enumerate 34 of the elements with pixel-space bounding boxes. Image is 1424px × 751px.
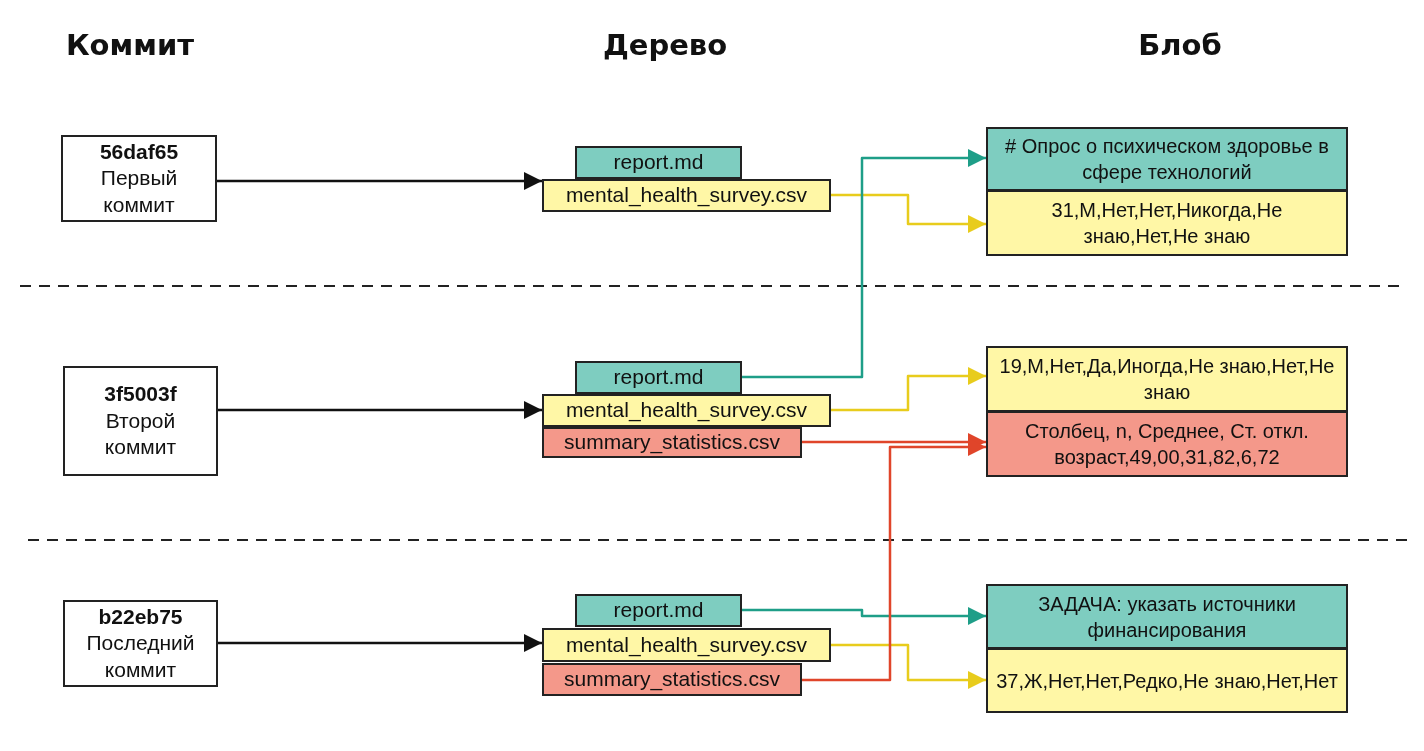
arrow	[831, 643, 986, 689]
blob-box: 19,М,Нет,Да,Иногда,Не знаю,Нет,Не знаю	[986, 346, 1348, 412]
blob-box: 37,Ж,Нет,Нет,Редко,Не знаю,Нет,Нет	[986, 648, 1348, 713]
blob-box: Столбец, n, Среднее, Ст. откл. возраст,49,00,31,82,6,72	[986, 411, 1348, 477]
blob-box: 31,М,Нет,Нет,Никогда,Не знаю,Нет,Не знаю	[986, 190, 1348, 256]
file-entry: summary_statistics.csv	[542, 427, 802, 458]
arrow	[742, 149, 986, 379]
file-entry: mental_health_survey.csv	[542, 628, 831, 662]
file-entry: report.md	[575, 594, 742, 627]
arrow	[742, 607, 986, 625]
file-entry: mental_health_survey.csv	[542, 179, 831, 212]
commit-box	[63, 600, 218, 687]
commit-box	[63, 366, 218, 476]
commit-hash: 56daf65	[99, 138, 179, 165]
file-entry: mental_health_survey.csv	[542, 394, 831, 427]
arrow	[218, 634, 542, 652]
commit-box	[61, 135, 217, 222]
arrow	[831, 193, 986, 233]
commit-message: Второй коммит	[103, 407, 178, 461]
commit-message: Первый коммит	[99, 165, 179, 218]
file-entry: summary_statistics.csv	[542, 663, 802, 696]
column-heading: Коммит	[65, 28, 195, 62]
blob-box: # Опрос о психическом здоровье в сфере технологий	[986, 127, 1348, 191]
blob-box: ЗАДАЧА: указать источники финансирования	[986, 584, 1348, 649]
arrow	[831, 367, 986, 412]
file-entry: report.md	[575, 146, 742, 179]
column-heading: Блоб	[1138, 28, 1222, 62]
commit-hash: 3f5003f	[104, 381, 177, 407]
commit-message: Последний коммит	[86, 630, 195, 683]
column-heading: Дерево	[602, 28, 728, 62]
file-entry: report.md	[575, 361, 742, 394]
arrow	[218, 401, 542, 419]
commit-hash: b22eb75	[98, 603, 183, 630]
arrow	[217, 172, 542, 190]
